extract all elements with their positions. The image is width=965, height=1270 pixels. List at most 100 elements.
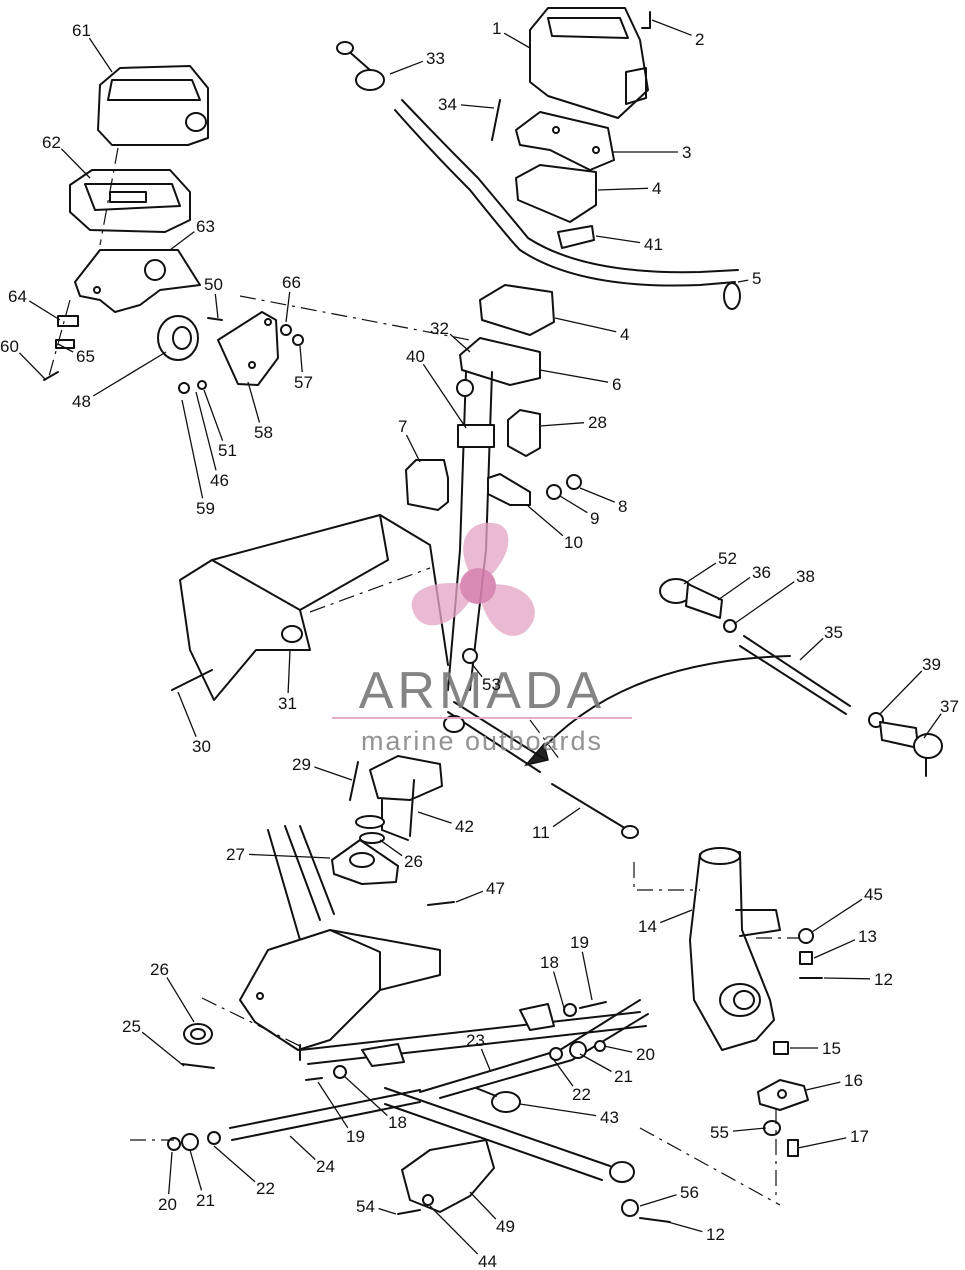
- callout-8: 8: [618, 497, 627, 516]
- callout-62: 62: [42, 133, 61, 152]
- leader-line-19: [581, 951, 593, 1001]
- leader-line-11: [552, 807, 581, 828]
- part-28-clamp: [507, 409, 541, 457]
- callout-50: 50: [204, 275, 223, 294]
- leader-line-16: [805, 1081, 841, 1091]
- callout-9: 9: [590, 509, 599, 528]
- callout-22: 22: [256, 1179, 275, 1198]
- part-8-nut: [566, 474, 582, 490]
- part-24-rod: [229, 1089, 421, 1141]
- callout-labels: 1234456789101112121314151617181819192020…: [0, 19, 959, 1270]
- leader-line-12: [667, 1221, 703, 1233]
- leader-line-66: [285, 291, 291, 323]
- callout-14: 14: [638, 917, 657, 936]
- leader-line-39: [879, 670, 923, 715]
- callout-60: 60: [0, 337, 19, 356]
- callout-32: 32: [430, 319, 449, 338]
- callout-46: 46: [210, 471, 229, 490]
- leader-line-44: [429, 1205, 479, 1255]
- part-15-bolt: [773, 1041, 789, 1055]
- part-30-bolt: [171, 669, 213, 691]
- callout-54: 54: [356, 1197, 375, 1216]
- callout-19: 19: [570, 933, 589, 952]
- callout-53: 53: [482, 675, 501, 694]
- callout-21: 21: [614, 1067, 633, 1086]
- leader-line-36: [717, 576, 751, 601]
- leader-line-28: [539, 422, 585, 427]
- callout-16: 16: [844, 1071, 863, 1090]
- leader-line-7: [405, 434, 421, 463]
- part-48-seal: [157, 315, 199, 361]
- callout-12: 12: [874, 970, 893, 989]
- leader-line-40: [422, 363, 467, 429]
- watermark: ARMADA marine outboards: [332, 522, 632, 756]
- leader-line-20: [168, 1151, 173, 1195]
- part-13-nut: [799, 951, 813, 965]
- leader-line-4: [597, 187, 649, 191]
- callout-55: 55: [710, 1123, 729, 1142]
- leader-line-50: [214, 293, 219, 319]
- part-63-plate: [74, 249, 201, 313]
- center-lines: [47, 147, 800, 1206]
- callout-44: 44: [478, 1252, 497, 1270]
- leader-line-2: [651, 19, 692, 36]
- leader-line-62: [60, 148, 91, 179]
- callout-28: 28: [588, 413, 607, 432]
- callout-15: 15: [822, 1039, 841, 1058]
- leader-line-18: [343, 1075, 388, 1116]
- leader-line-18: [552, 971, 565, 1009]
- part-5-tiller-handle: [336, 41, 741, 310]
- left-hardware-lower: [167, 1001, 607, 1151]
- callout-66: 66: [282, 273, 301, 292]
- leader-line-38: [733, 581, 795, 625]
- callout-19: 19: [346, 1127, 365, 1146]
- leader-lines: [18, 19, 942, 1255]
- callout-64: 64: [8, 287, 27, 306]
- callout-13: 13: [858, 927, 877, 946]
- part-17-screw: [787, 1139, 799, 1157]
- leader-line-58: [247, 381, 261, 423]
- leader-line-47: [455, 890, 484, 903]
- part-14-stern-bracket: [689, 847, 781, 1051]
- callout-11: 11: [532, 823, 550, 842]
- part-1-control-box: [529, 7, 649, 119]
- callout-39: 39: [922, 655, 941, 674]
- callout-21: 21: [196, 1191, 215, 1210]
- callout-18: 18: [540, 953, 559, 972]
- callout-48: 48: [72, 392, 91, 411]
- leader-line-51: [203, 389, 224, 441]
- leader-line-26: [166, 977, 195, 1023]
- callout-20: 20: [636, 1045, 655, 1064]
- part-10-clip: [487, 473, 531, 506]
- part-41-grip: [557, 225, 595, 249]
- callout-38: 38: [796, 567, 815, 586]
- part-4-clamp-lower: [479, 284, 555, 336]
- callout-1: 1: [492, 19, 501, 38]
- part-12-pin-lower: [639, 1217, 671, 1223]
- part-53-nut: [462, 648, 478, 664]
- callout-29: 29: [292, 755, 311, 774]
- callout-2: 2: [695, 30, 704, 49]
- callout-5: 5: [752, 269, 761, 288]
- watermark-tagline: marine outboards: [361, 726, 603, 756]
- leader-line-53: [471, 663, 483, 678]
- callout-57: 57: [294, 373, 313, 392]
- leader-line-61: [88, 37, 113, 73]
- leader-line-52: [683, 562, 717, 585]
- callout-4: 4: [620, 325, 629, 344]
- leader-line-57: [299, 345, 303, 373]
- leader-line-43: [519, 1103, 597, 1117]
- part-35-tie-rod: [659, 578, 943, 777]
- leader-line-59: [181, 399, 204, 499]
- callout-45: 45: [864, 885, 883, 904]
- small-hardware-left: [43, 315, 304, 394]
- part-6-base-plate: [459, 337, 541, 386]
- leader-line-8: [579, 487, 615, 503]
- part-11-shaft: [443, 701, 639, 839]
- leader-line-22: [553, 1059, 574, 1087]
- leader-line-24: [289, 1135, 316, 1160]
- callout-17: 17: [850, 1127, 869, 1146]
- leader-line-41: [595, 235, 641, 244]
- frame-bars: [299, 1003, 647, 1067]
